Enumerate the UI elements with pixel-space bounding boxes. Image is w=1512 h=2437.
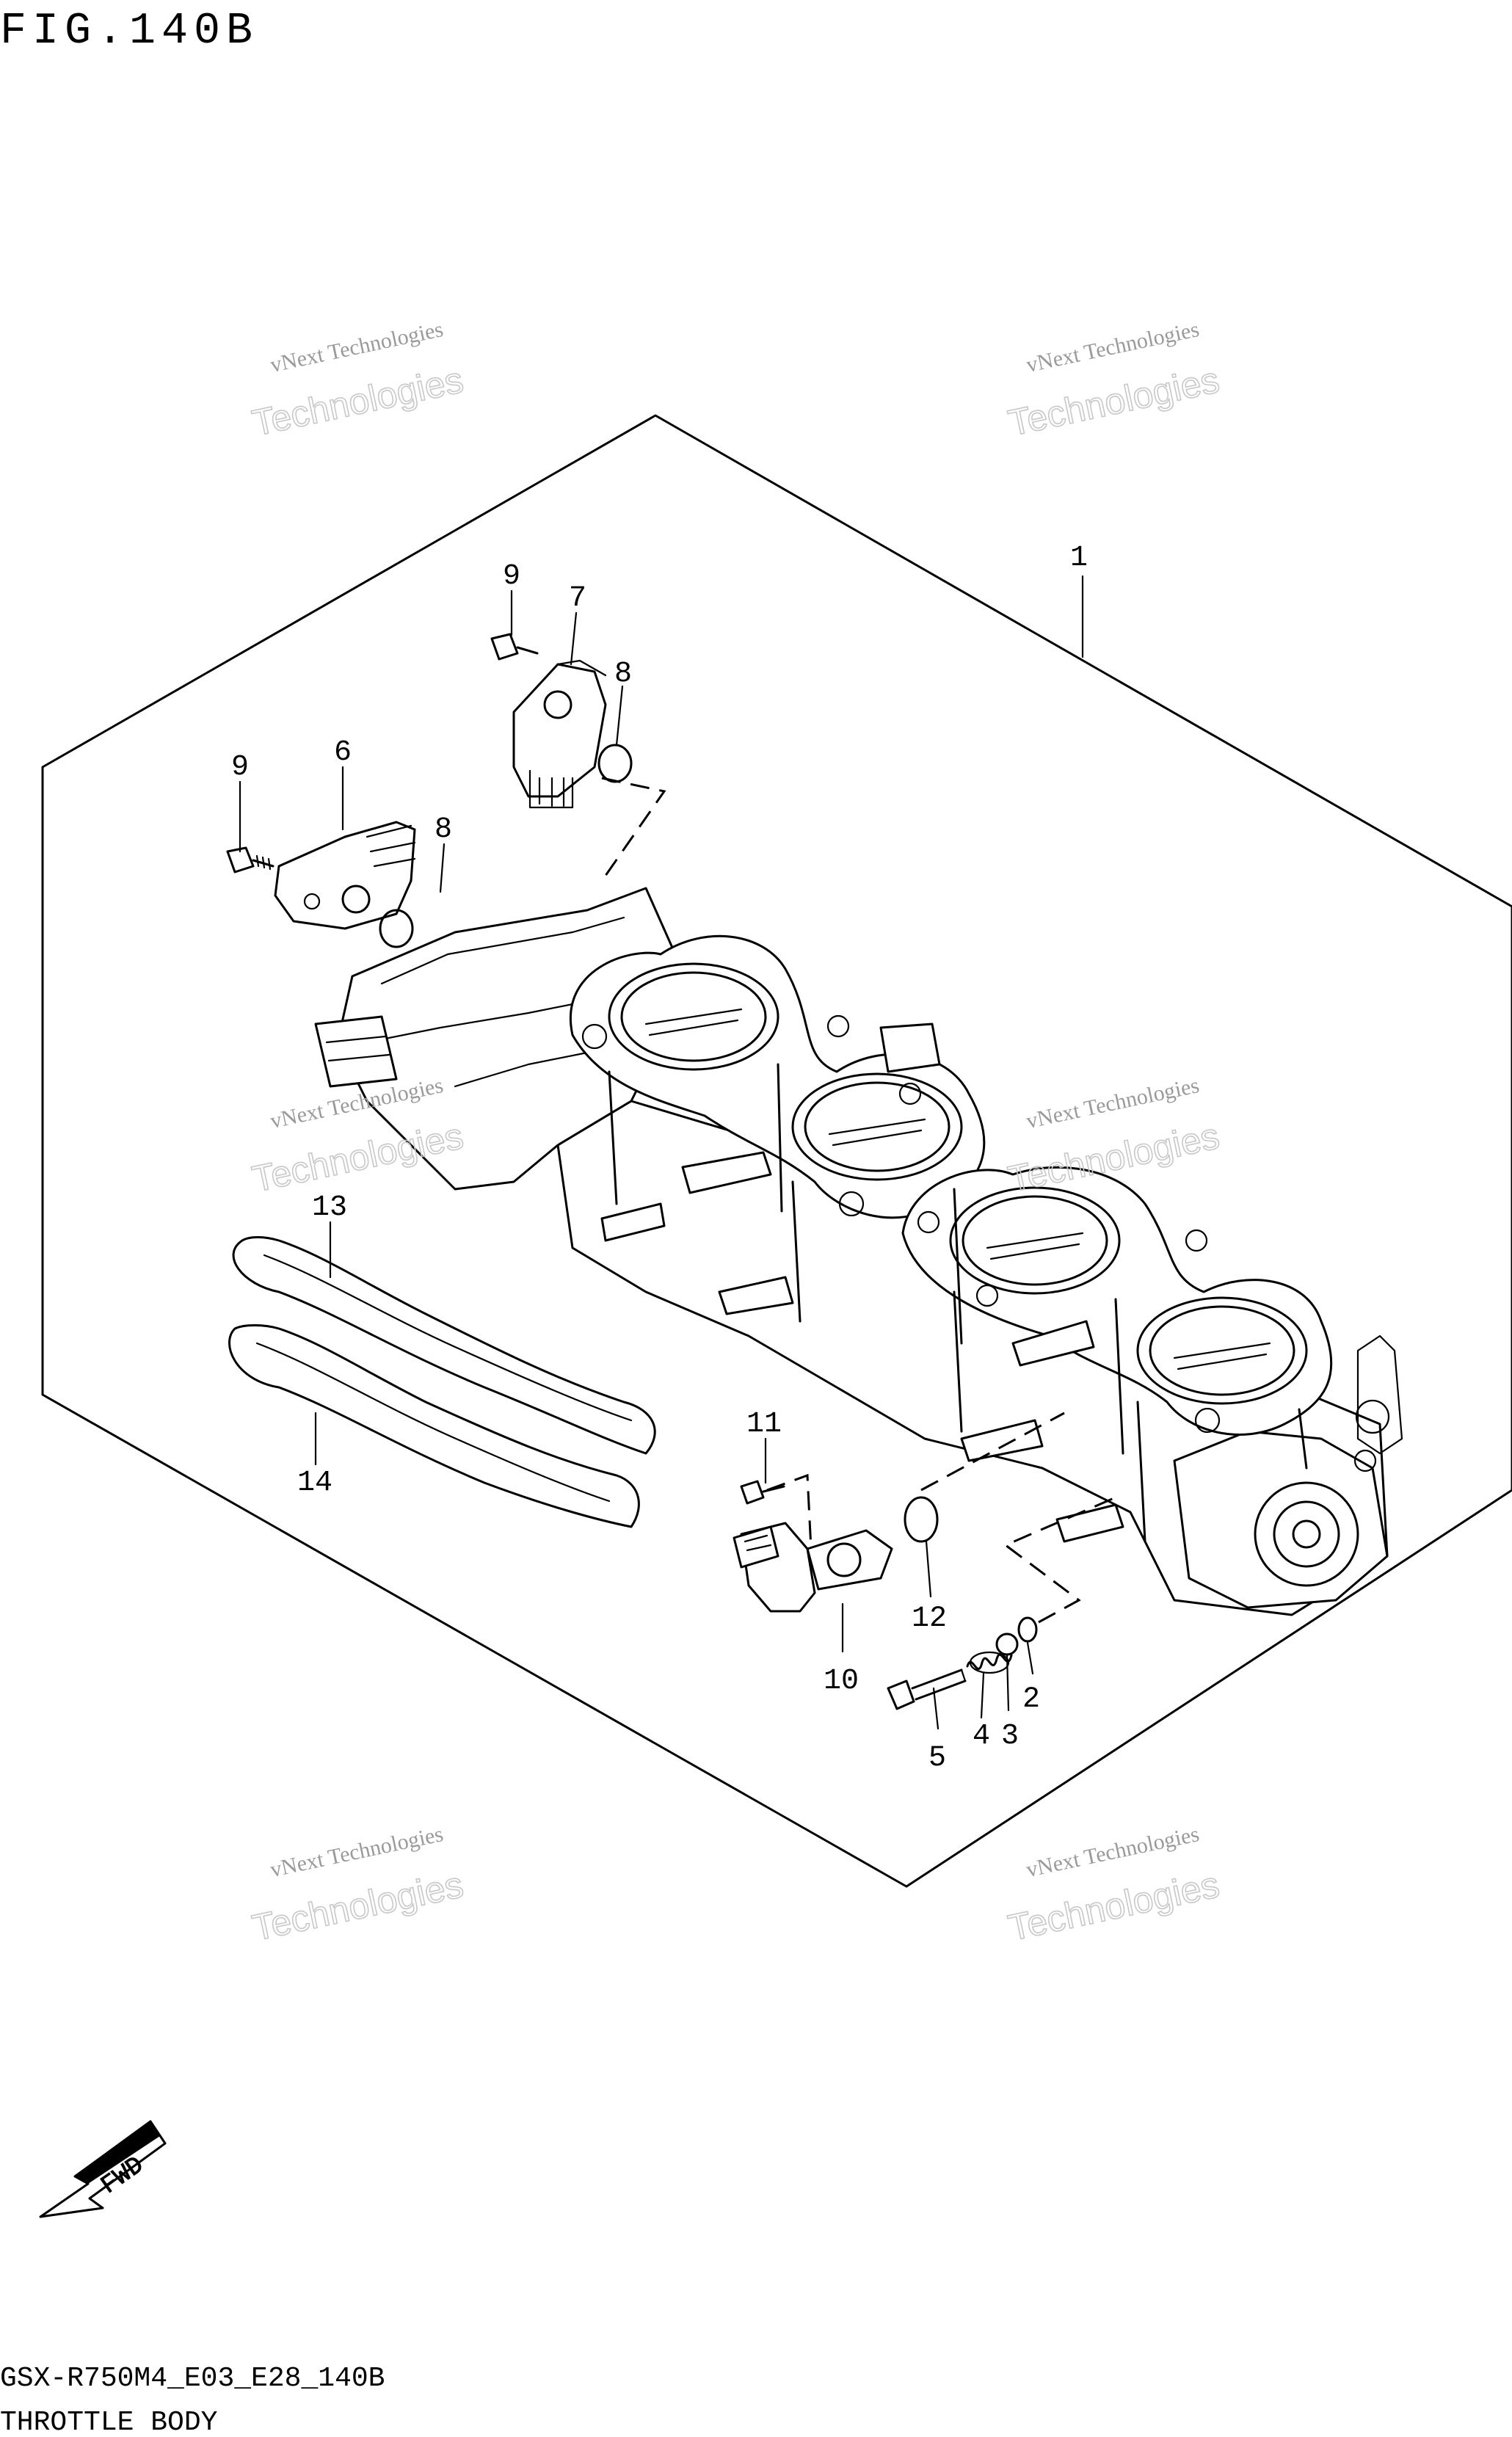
callout-6: 6 bbox=[334, 736, 352, 769]
part-9-screw-top bbox=[490, 633, 539, 661]
part-7-sensor bbox=[512, 659, 607, 809]
part-2-o-ring bbox=[1017, 1616, 1038, 1643]
callout-4: 4 bbox=[973, 1720, 990, 1753]
part-11-screw bbox=[740, 1480, 785, 1505]
assembly-boundary bbox=[41, 414, 1512, 1888]
part-13-gasket-inner bbox=[263, 1254, 633, 1422]
part-14-gasket-inner bbox=[255, 1342, 611, 1503]
callout-3: 3 bbox=[1001, 1720, 1019, 1753]
callout-5: 5 bbox=[928, 1742, 946, 1775]
callout-13: 13 bbox=[312, 1191, 347, 1224]
callout-2: 2 bbox=[1022, 1683, 1040, 1716]
part-10-sensor bbox=[733, 1522, 893, 1613]
figure-caption: THROTTLE BODY bbox=[0, 2407, 218, 2437]
figure-title: FIG.140B bbox=[0, 7, 258, 57]
callout-numbers: 1 2 3 4 5 6 7 8 8 9 9 10 11 12 13 14 bbox=[231, 542, 1088, 1775]
watermark-bottom-right: Technologies vNext Technologies bbox=[1004, 1822, 1224, 1949]
callout-7: 7 bbox=[569, 582, 586, 615]
part-3-washer bbox=[995, 1632, 1019, 1656]
part-6-sensor bbox=[274, 821, 416, 930]
callout-11: 11 bbox=[746, 1408, 782, 1441]
part-12-o-ring bbox=[904, 1496, 939, 1543]
callout-10: 10 bbox=[824, 1665, 859, 1698]
part-5-screw bbox=[887, 1668, 967, 1710]
watermark-top-left: Technologies vNext Technologies bbox=[248, 317, 468, 444]
watermark-mid-left: Technologies vNext Technologies bbox=[248, 1073, 468, 1200]
callout-14: 14 bbox=[297, 1467, 332, 1500]
watermark-top-right: Technologies vNext Technologies bbox=[1004, 317, 1224, 444]
part-13-gasket bbox=[232, 1236, 656, 1455]
install-line-adjuster bbox=[1003, 1496, 1116, 1624]
install-line-sensor-7 bbox=[600, 777, 666, 882]
callout-8-left: 8 bbox=[435, 813, 452, 846]
part-4-spring bbox=[966, 1651, 1013, 1674]
watermark-bottom-left: Technologies vNext Technologies bbox=[248, 1822, 468, 1949]
part-8-o-ring-top bbox=[597, 744, 633, 783]
callout-9-left: 9 bbox=[231, 751, 249, 784]
part-14-gasket bbox=[228, 1324, 640, 1528]
callout-1: 1 bbox=[1070, 542, 1088, 575]
callout-9-top: 9 bbox=[503, 560, 520, 593]
callout-12: 12 bbox=[912, 1602, 947, 1635]
figure-code: GSX-R750M4_E03_E28_140B bbox=[0, 2363, 385, 2394]
part-8-o-ring-left bbox=[379, 909, 414, 948]
install-line-sensor-10b bbox=[920, 1412, 1065, 1492]
callout-8-top: 8 bbox=[614, 658, 632, 691]
throttle-body-assembly bbox=[314, 887, 1403, 1616]
part-9-screw-left bbox=[226, 846, 275, 874]
install-line-sensor-10 bbox=[766, 1473, 813, 1550]
fwd-arrow-icon: FWD bbox=[39, 2120, 167, 2218]
leader-lines bbox=[239, 575, 1084, 1730]
